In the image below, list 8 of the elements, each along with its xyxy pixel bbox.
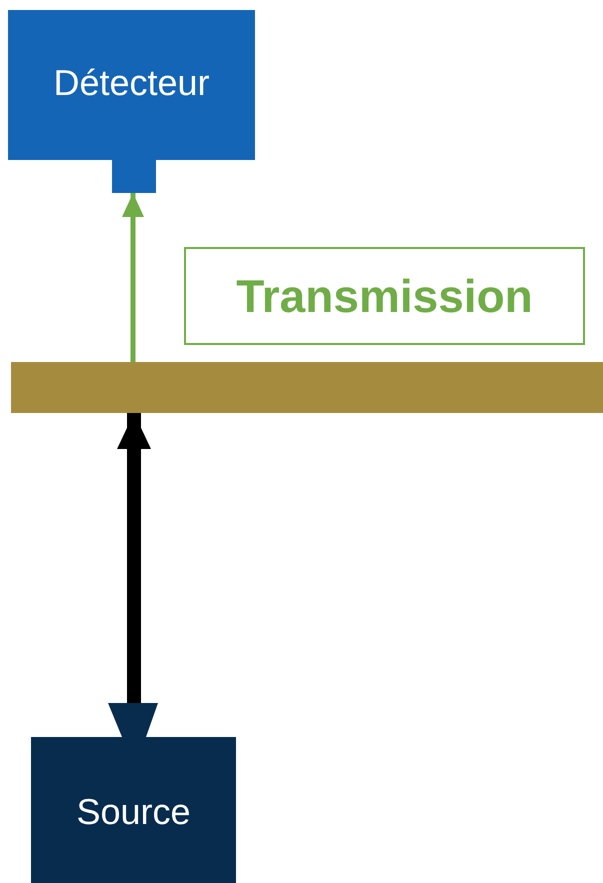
label-frame [184,247,585,345]
detector-drawing [8,10,255,193]
source-label: Source [75,791,192,833]
sample-bar [11,362,603,413]
arrow [122,193,144,362]
source-drawing [31,703,236,883]
detector-label: Détecteur [52,62,211,104]
transmission-label: Transmission [235,269,534,323]
